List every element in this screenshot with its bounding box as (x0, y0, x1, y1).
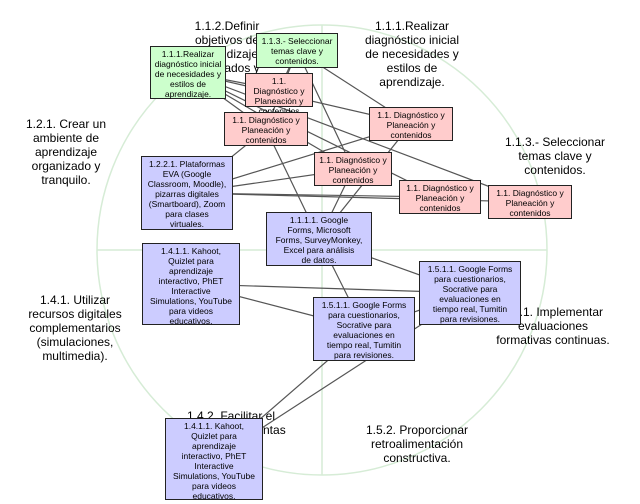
node-survey-tools[interactable]: 1.1.1.1. Google Forms, Microsoft Forms, … (266, 212, 372, 266)
edge-n-real-n-p5 (187, 71, 441, 198)
bg-label-digital-resources: 1.4.1. Utilizar recursos digitales compl… (28, 293, 122, 363)
node-initial-diagnosis[interactable]: 1.1.1.Realizar diagnóstico inicial de ne… (150, 46, 226, 99)
node-interactive-resources-2[interactable]: 1.4.1.1. Kahoot, Quizlet para aprendizaj… (165, 418, 263, 501)
node-diagnostico-planeacion-6[interactable]: 1.1. Diagnóstico y Planeación y contenid… (488, 185, 572, 219)
node-diagnostico-planeacion-2[interactable]: 1.1. Diagnóstico y Planeación y contenid… (224, 112, 308, 146)
bg-label-feedback: 1.5.2. Proporcionar retroalimentación co… (365, 423, 469, 465)
bg-label-formative-evaluations: 1.5.1. Implementar evaluaciones formativ… (496, 305, 610, 347)
node-eva-platforms[interactable]: 1.2.2.1. Plataformas EVA (Google Classro… (141, 156, 233, 230)
bg-label-initial-diagnosis: 1.1.1.Realizar diagnóstico inicial de ne… (364, 19, 460, 89)
node-interactive-resources-1[interactable]: 1.4.1.1. Kahoot, Quizlet para aprendizaj… (142, 243, 240, 326)
node-formative-tools-right[interactable]: 1.5.1.1. Google Forms para cuestionarios… (419, 261, 521, 325)
bg-label-define-objectives: 1.1.2.Definir objetivos de aprendizaje e… (194, 19, 260, 75)
bg-label-learning-environment: 1.2.1. Crear un ambiente de aprendizaje … (25, 117, 107, 187)
node-diagnostico-planeacion-5[interactable]: 1.1. Diagnóstico y Planeación y contenid… (399, 180, 481, 214)
node-diagnostico-planeacion-3[interactable]: 1.1. Diagnóstico y Planeación y contenid… (369, 107, 453, 141)
node-select-topics[interactable]: 1.1.3.- Seleccionar temas clave y conten… (256, 33, 338, 68)
bg-label-select-topics: 1.1.3.- Seleccionar temas clave y conten… (504, 135, 606, 177)
node-formative-tools-center[interactable]: 1.5.1.1. Google Forms para cuestionarios… (313, 297, 415, 361)
node-diagnostico-planeacion-4[interactable]: 1.1. Diagnóstico y Planeación y contenid… (314, 152, 392, 186)
node-diagnostico-planeacion-1[interactable]: 1.1. Diagnóstico y Planeación y contenid… (245, 73, 313, 116)
